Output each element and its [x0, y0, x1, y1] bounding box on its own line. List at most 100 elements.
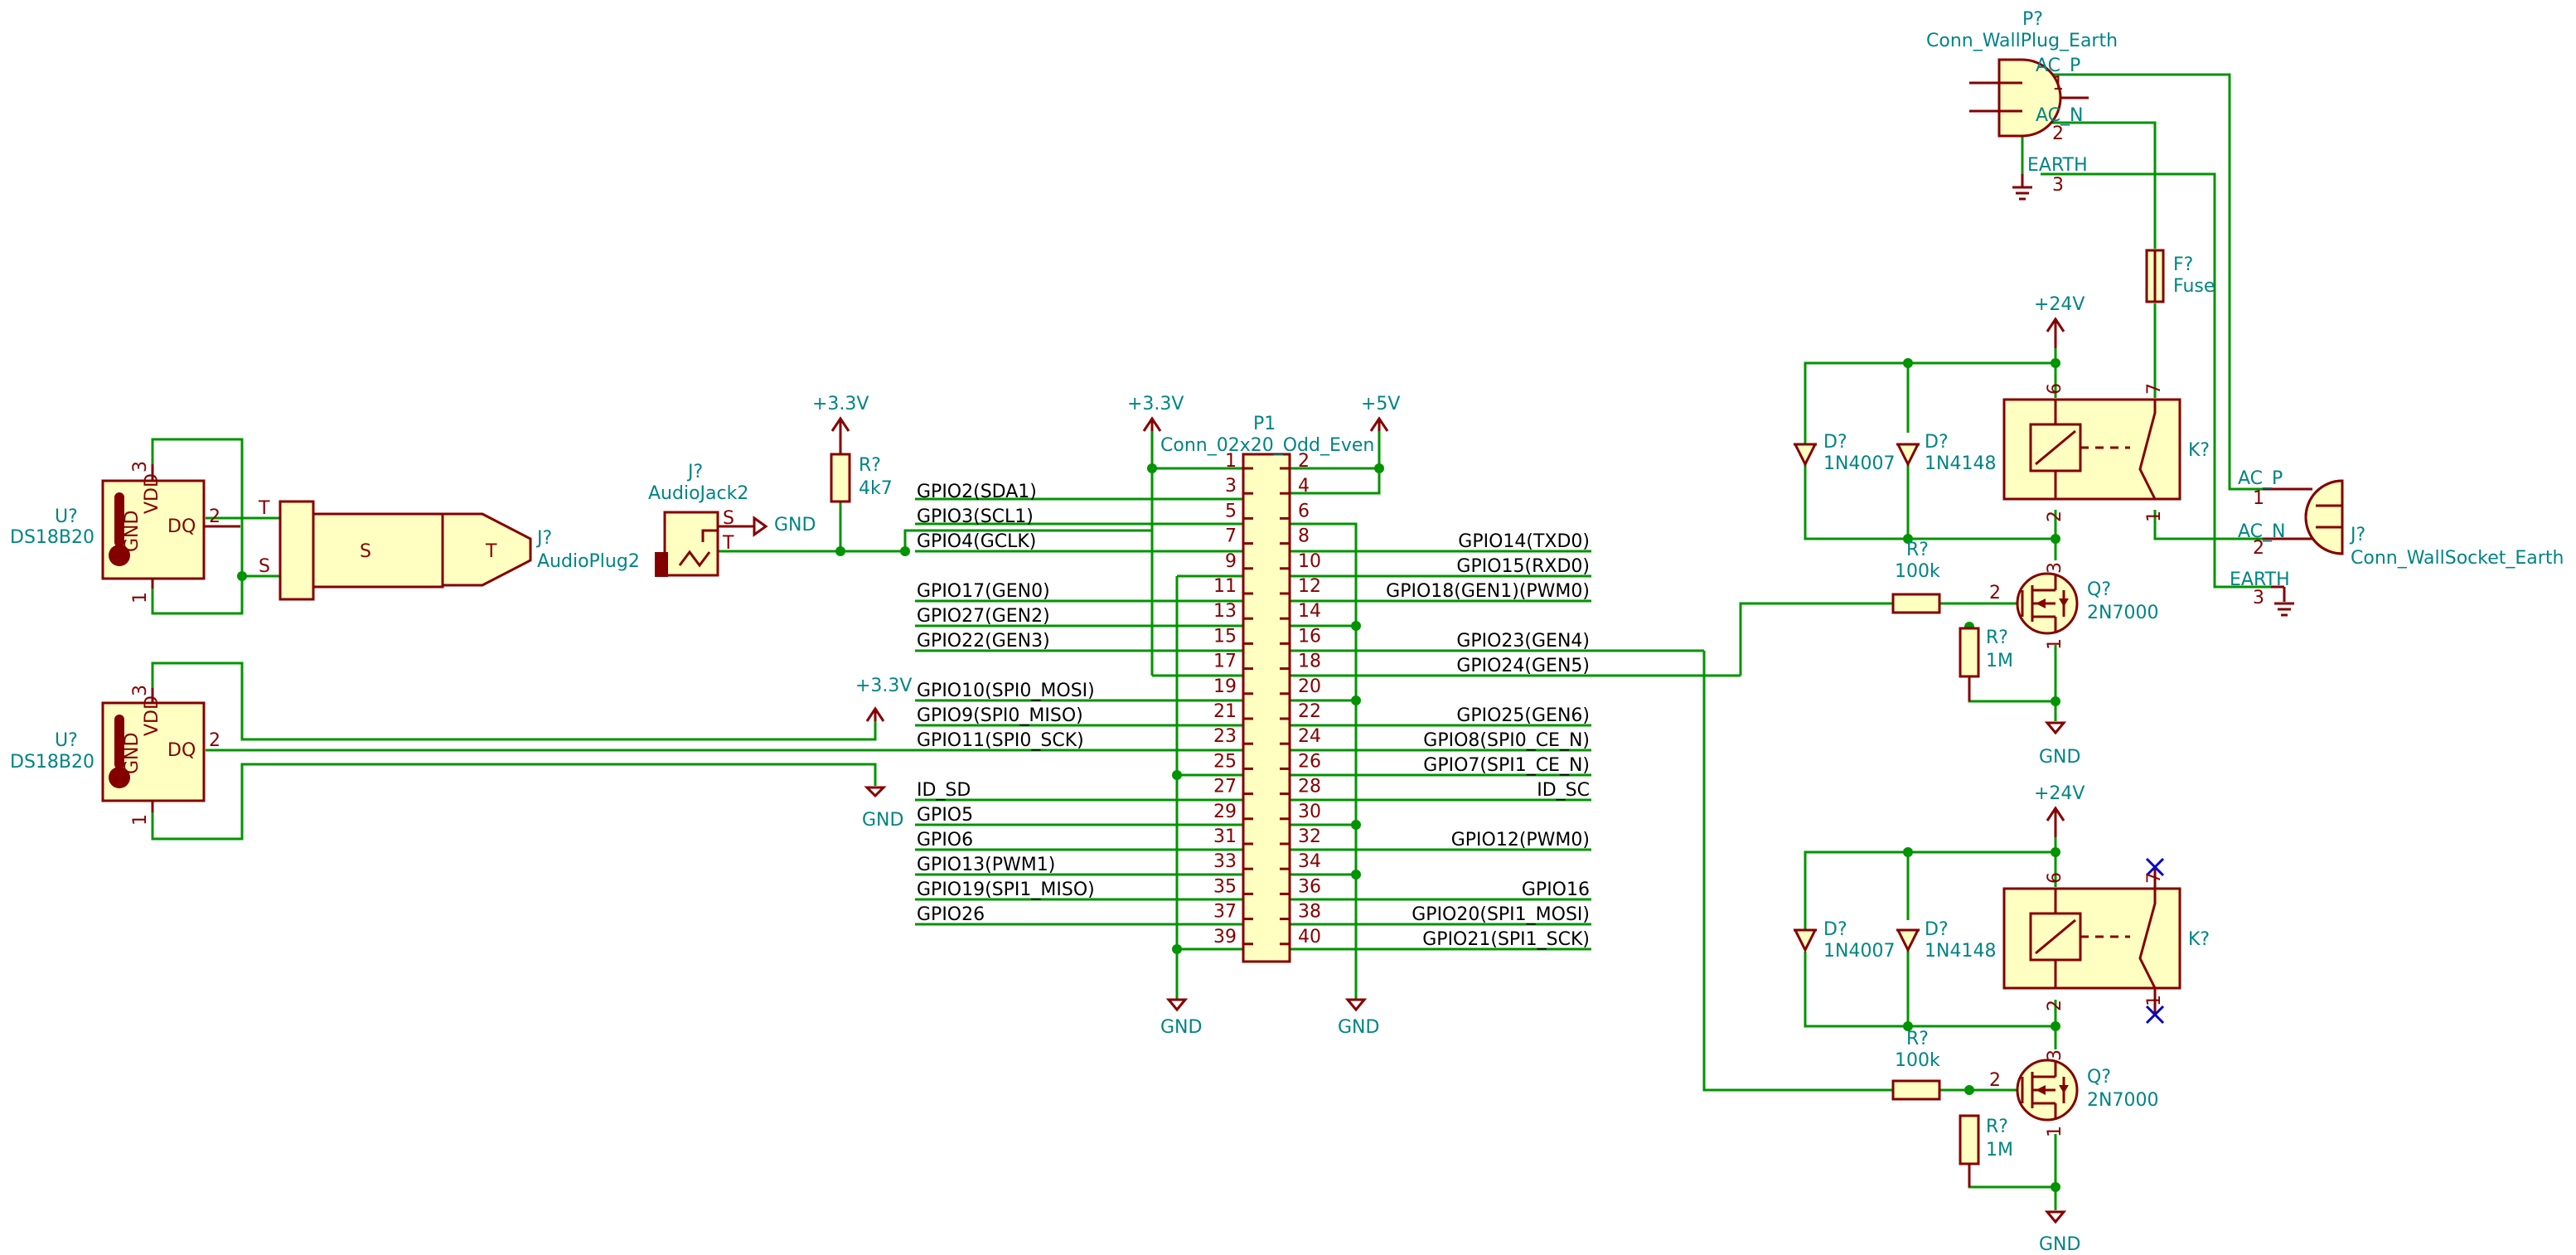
header-pin-number: 24: [1298, 726, 1321, 747]
relay-1[interactable]: 6 7 2 1 K?: [2002, 383, 2210, 522]
resistor-gate-2[interactable]: R? 100k: [1891, 1029, 1941, 1101]
audio-jack[interactable]: S T GND J? AudioJack2: [648, 462, 816, 577]
net-label: GPIO23(GEN4): [1456, 631, 1590, 652]
resistor-pulldown-2[interactable]: R? 1M: [1959, 1114, 2013, 1187]
relay-2[interactable]: 6 7 2 1 K?: [2002, 857, 2210, 1025]
fuse-ref: F?: [2173, 254, 2193, 275]
header-pin-number: 16: [1298, 626, 1321, 647]
u2-pin3-num: 3: [130, 685, 151, 696]
audio-plug[interactable]: T S S T J? AudioPlug2: [258, 498, 640, 601]
header-pin-number: 26: [1298, 751, 1321, 772]
net-label: GPIO14(TXD0): [1458, 531, 1590, 552]
gnd-relay2: GND: [2039, 1210, 2080, 1255]
wallsocket-ref: J?: [2349, 525, 2365, 545]
mosfet-q1[interactable]: 2 3 1 Q? 2N7000: [1989, 562, 2158, 650]
net-label: GPIO9(SPI0_MISO): [917, 705, 1083, 726]
header-right-labels: GPIO14(TXD0) GPIO15(RXD0) GPIO18(GEN1)(P…: [1386, 531, 1590, 950]
diode-d3[interactable]: D? 1N4007: [1793, 919, 1895, 962]
d1-value: 1N4007: [1823, 453, 1895, 474]
rpd2-value: 1M: [1986, 1140, 2013, 1161]
header-pin-number: 6: [1298, 501, 1310, 521]
plug-value: AudioPlug2: [537, 551, 640, 572]
jack-ref: J?: [686, 462, 703, 482]
net-label: GPIO18(GEN1)(PWM0): [1386, 581, 1590, 602]
header-pin-number: 38: [1298, 902, 1321, 923]
rpullup-ref: R?: [859, 455, 881, 476]
diode-d1[interactable]: D? 1N4007: [1793, 432, 1895, 474]
power-5v-header: +5V: [1361, 394, 1400, 432]
diode-d4[interactable]: D? 1N4148: [1896, 919, 1996, 962]
power-label: +24V: [2034, 783, 2085, 804]
header-pin-number: 36: [1298, 876, 1321, 897]
jack-value: AudioJack2: [648, 483, 748, 504]
wall-plug[interactable]: P? Conn_WallPlug_Earth AC_P AC_N EARTH 1…: [1926, 9, 2118, 196]
resistor-pullup[interactable]: R? 4k7: [830, 421, 893, 503]
u1-pin3-num: 3: [130, 461, 151, 472]
pin-number: 3: [2052, 175, 2064, 196]
gnd-header-right: GND: [1338, 998, 1379, 1038]
power-24v-relay2: +24V: [2034, 783, 2085, 837]
header-pin-number: 33: [1213, 851, 1237, 872]
rpd1-ref: R?: [1986, 628, 2008, 648]
header-pin-number: 22: [1298, 701, 1321, 722]
sensor-u1[interactable]: GND VDD DQ 1 3 2 U? DS18B20: [10, 461, 240, 603]
resistor-pulldown-1[interactable]: R? 1M: [1959, 627, 2013, 701]
net-label: GPIO4(GCLK): [917, 531, 1036, 552]
header-pin-number: 20: [1298, 676, 1321, 697]
fuse[interactable]: F? Fuse: [2145, 249, 2215, 303]
pin-number: 7: [2144, 872, 2165, 884]
header-pin-number: 13: [1213, 601, 1237, 622]
header-pin-number: 40: [1298, 927, 1321, 947]
wallsocket-pin-acn: AC_N: [2238, 521, 2285, 542]
u2-pin-gnd: GND: [122, 733, 143, 774]
mosfet-q2[interactable]: 2 3 1 Q? 2N7000: [1989, 1049, 2158, 1137]
pin-number: 3: [2253, 588, 2264, 608]
q2-ref: Q?: [2087, 1067, 2111, 1088]
header-pin-number: 39: [1213, 927, 1237, 947]
header-pin-number: 12: [1298, 576, 1321, 597]
header-pin-number: 11: [1213, 576, 1237, 597]
d4-value: 1N4148: [1925, 941, 1996, 962]
header-pin-number: 27: [1213, 777, 1237, 797]
pin-number: 1: [2253, 488, 2264, 509]
diode-d2[interactable]: D? 1N4148: [1896, 432, 1996, 474]
header-pin-number: 25: [1213, 751, 1237, 772]
u1-pin-vdd: VDD: [142, 473, 162, 514]
u1-ref: U?: [55, 506, 78, 527]
pin-number: 7: [2144, 383, 2165, 395]
rg1-ref: R?: [1906, 540, 1929, 560]
d3-ref: D?: [1823, 919, 1847, 940]
u1-pin1-num: 1: [130, 592, 151, 603]
header-pin-number: 14: [1298, 601, 1321, 622]
rg1-value: 100k: [1895, 561, 1940, 582]
net-label: GPIO15(RXD0): [1456, 556, 1590, 577]
gnd-label: GND: [1338, 1017, 1379, 1038]
header-p1[interactable]: 1357911131517192123252729313335373924681…: [1160, 414, 1374, 963]
resistor-gate-1[interactable]: R? 100k: [1891, 540, 1941, 614]
gnd-label: GND: [862, 810, 903, 831]
header-pin-number: 5: [1225, 501, 1237, 521]
gnd-u2: GND: [862, 786, 903, 831]
pin-number: 2: [2045, 1000, 2065, 1011]
net-label: GPIO10(SPI0_MOSI): [917, 681, 1095, 701]
net-label: GPIO8(SPI0_CE_N): [1423, 730, 1590, 751]
gnd-label: GND: [2039, 747, 2080, 768]
u2-pin1-num: 1: [130, 814, 151, 826]
header-pin-number: 2: [1298, 451, 1310, 472]
net-label: GPIO20(SPI1_MOSI): [1411, 904, 1590, 925]
rg2-ref: R?: [1906, 1029, 1929, 1049]
gnd-label: GND: [2039, 1234, 2080, 1255]
gnd-relay1: GND: [2039, 721, 2080, 768]
rg2-value: 100k: [1895, 1050, 1940, 1071]
wall-socket[interactable]: AC_P AC_N EARTH 1 2 3 J? Conn_WallSocket…: [2230, 468, 2564, 608]
plug-ref: J?: [535, 528, 552, 549]
junctions: [237, 358, 2060, 1192]
net-label: GPIO11(SPI0_SCK): [917, 730, 1084, 751]
power-symbols: +3.3V +3.3V +5V +3.3V GND GND GND: [812, 174, 2294, 1255]
fuse-value: Fuse: [2173, 276, 2215, 297]
net-label: GPIO27(GEN2): [917, 606, 1050, 627]
jack-label-s: S: [723, 508, 734, 529]
sensor-u2[interactable]: GND VDD DQ 1 3 2 U? DS18B20: [10, 685, 220, 826]
pin-number: 6: [2045, 872, 2065, 884]
